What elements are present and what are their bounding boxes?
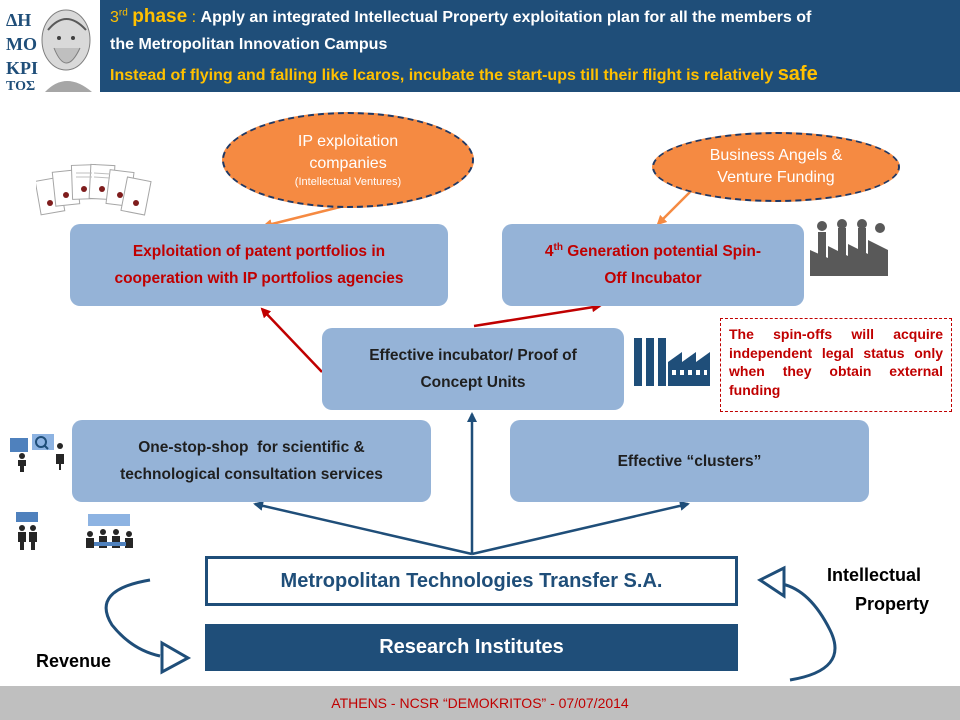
arrow-to-patent-portfolios [260, 307, 323, 373]
incubator-box: Effective incubator/ Proof of Concept Uni… [322, 328, 624, 410]
ellipse-text-line: Venture Funding [717, 169, 835, 186]
svg-text:ΔΗ: ΔΗ [6, 10, 31, 30]
patent-documents-icon [36, 163, 152, 216]
building-icon [634, 338, 710, 386]
arrow-to-one-stop-shop [253, 500, 473, 556]
box-text-line: Effective “clusters” [617, 452, 762, 470]
header-divider [0, 92, 960, 95]
spinoff-incubator-box: 4th Generation potential Spin-Off Incuba… [502, 224, 804, 306]
phase-label: 3rd phase : [110, 6, 201, 27]
box-text-line: cooperation with IP portfolios agencies [114, 270, 404, 287]
box-text-line: technological consultation services [120, 466, 383, 483]
ip-exploitation-companies-ellipse: IP exploitation companies (Intellectual … [222, 112, 474, 208]
footer-text: ATHENS - NCSR “DEMOKRITOS” - 07/07/2014 [331, 695, 629, 711]
ip-curve-arrow [781, 582, 837, 682]
box-text-line: Effective incubator/ Proof of [369, 347, 577, 364]
intellectual-property-label-line1: Intellectual [827, 565, 922, 585]
arrow-to-spinoff-incubator [473, 302, 602, 328]
clusters-box: Effective “clusters” [510, 420, 869, 502]
box-text-line: Concept Units [420, 374, 526, 391]
header-line-3: Instead of flying and falling like Icaro… [110, 63, 818, 85]
ip-arrowhead [757, 565, 786, 599]
footer-bar: ATHENS - NCSR “DEMOKRITOS” - 07/07/2014 [0, 686, 960, 720]
revenue-label: Revenue [36, 651, 112, 671]
factory-icon [810, 219, 888, 276]
business-angels-ellipse: Business Angels & Venture Funding [652, 132, 900, 202]
intellectual-property-label-line2: Property [855, 594, 930, 614]
header-line-1: 3rd phase : Apply an integrated Intellec… [110, 6, 812, 27]
revenue-arrowhead [160, 640, 192, 675]
ellipse-text-line: companies [309, 155, 387, 172]
header-banner: ΔΗ ΜΟ ΚΡΙ ΤΟΣ 3rd phase : Apply an integ… [0, 0, 960, 92]
ellipse-text-line: Business Angels & [709, 147, 843, 164]
header-line-2: the Metropolitan Innovation Campus [110, 36, 388, 53]
meeting-group-icon [86, 514, 133, 548]
research-institutes-box: Research Institutes [205, 624, 738, 671]
ellipse-text-line: (Intellectual Ventures) [294, 176, 402, 188]
democritus-logo: ΔΗ ΜΟ ΚΡΙ ΤΟΣ [0, 0, 100, 92]
arrow-angels-to-spinoff [656, 191, 691, 226]
revenue-curve-arrow [104, 578, 161, 658]
box-text-line: One-stop-shop for scientific & [138, 439, 365, 456]
arrow-to-clusters [471, 500, 690, 556]
ellipse-text-line: IP exploitation [297, 133, 399, 150]
svg-text:ΜΟ: ΜΟ [6, 34, 37, 54]
consultation-people-icon [10, 434, 64, 472]
patent-portfolios-box: Exploitation of patent portfolios in coop… [70, 224, 448, 306]
box-text-line: Exploitation of patent portfolios in [132, 243, 386, 260]
svg-text:ΤΟΣ: ΤΟΣ [6, 79, 35, 92]
box-text-line: Off Incubator [604, 270, 702, 287]
team-people-icon [16, 512, 38, 550]
spinoff-note: The spin-offs will acquire independent l… [720, 318, 952, 412]
one-stop-shop-box: One-stop-shop for scientific & technologi… [72, 420, 431, 502]
svg-text:ΚΡΙ: ΚΡΙ [6, 58, 38, 78]
mtt-box: Metropolitan Technologies Transfer S.A. [205, 556, 738, 606]
